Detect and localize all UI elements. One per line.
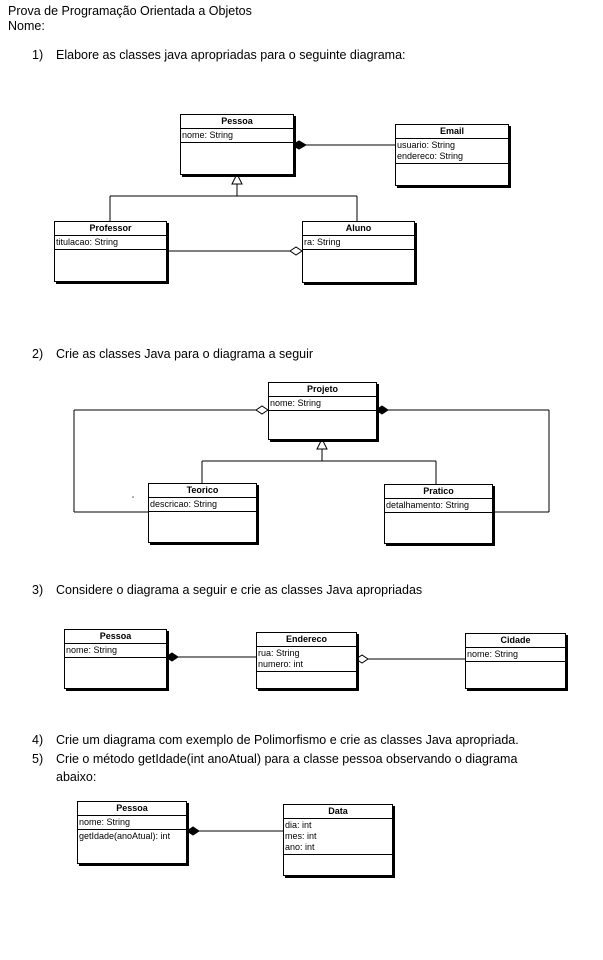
attribute: mes: int xyxy=(285,831,317,841)
class-attributes: nome: String xyxy=(78,816,186,830)
uml-class-pratico: Pratico detalhamento: String xyxy=(384,484,493,544)
class-name: Pessoa xyxy=(181,115,293,129)
composition-diamond-icon xyxy=(375,405,389,415)
class-attributes: descricao: String xyxy=(149,498,256,512)
class-attributes: nome: String xyxy=(181,129,293,143)
question-text: Elabore as classes java apropriadas para… xyxy=(56,48,406,62)
aggregation-diamond-icon xyxy=(255,405,269,415)
attribute: descricao: String xyxy=(150,499,218,509)
question-number: 2) xyxy=(32,347,44,361)
attribute: nome: String xyxy=(270,398,322,408)
class-name: Teorico xyxy=(149,484,256,498)
class-name: Endereco xyxy=(257,633,356,647)
class-name: Email xyxy=(396,125,508,139)
question-text: Considere o diagrama a seguir e crie as … xyxy=(56,583,423,597)
inheritance-triangle-icon xyxy=(231,172,243,185)
question-text: Crie o método getIdade(int anoAtual) par… xyxy=(56,752,518,784)
question-text: Crie as classes Java para o diagrama a s… xyxy=(56,347,314,361)
class-attributes: usuario: String endereco: String xyxy=(396,139,508,164)
question-number: 5) xyxy=(32,752,44,766)
class-name: Pessoa xyxy=(78,802,186,816)
uml-class-pessoa: Pessoa nome: String xyxy=(64,629,167,689)
attribute: nome: String xyxy=(467,649,519,659)
attribute: rua: String xyxy=(258,648,300,658)
document-title: Prova de Programação Orientada a Objetos xyxy=(8,4,252,18)
class-name: Projeto xyxy=(269,383,376,397)
composition-diamond-icon xyxy=(186,826,200,836)
class-attributes: rua: String numero: int xyxy=(257,647,356,672)
class-attributes: nome: String xyxy=(466,648,565,662)
class-attributes: titulacao: String xyxy=(55,236,166,250)
uml-class-data: Data dia: int mes: int ano: int xyxy=(283,804,393,876)
attribute: nome: String xyxy=(182,130,234,140)
name-label: Nome: xyxy=(8,19,45,33)
attribute: titulacao: String xyxy=(56,237,119,247)
class-name: Professor xyxy=(55,222,166,236)
attribute: dia: int xyxy=(285,820,312,830)
composition-diamond-icon xyxy=(290,140,308,150)
question-number: 1) xyxy=(32,48,44,62)
attribute: usuario: String xyxy=(397,140,456,150)
composition-diamond-icon xyxy=(165,652,179,662)
inheritance-triangle-icon xyxy=(316,437,328,450)
question-text: Crie um diagrama com exemplo de Polimorf… xyxy=(56,733,519,747)
class-attributes: nome: String xyxy=(269,397,376,411)
attribute: endereco: String xyxy=(397,151,464,161)
class-methods: getIdade(anoAtual): int xyxy=(78,830,186,843)
uml-class-pessoa: Pessoa nome: String xyxy=(180,114,294,175)
uml-class-projeto: Projeto nome: String xyxy=(268,382,377,440)
uml-class-teorico: Teorico descricao: String xyxy=(148,483,257,543)
uml-class-professor: Professor titulacao: String xyxy=(54,221,167,282)
class-name: Pessoa xyxy=(65,630,166,644)
class-name: Aluno xyxy=(303,222,414,236)
aggregation-diamond-icon xyxy=(289,246,303,256)
question-number: 4) xyxy=(32,733,44,747)
class-name: Data xyxy=(284,805,392,819)
question-number: 3) xyxy=(32,583,44,597)
uml-class-endereco: Endereco rua: String numero: int xyxy=(256,632,357,689)
class-attributes: detalhamento: String xyxy=(385,499,492,513)
class-name: Pratico xyxy=(385,485,492,499)
attribute: nome: String xyxy=(66,645,118,655)
aggregation-diamond-icon xyxy=(355,654,369,664)
attribute: detalhamento: String xyxy=(386,500,470,510)
method: getIdade(anoAtual): int xyxy=(79,831,171,841)
attribute: ano: int xyxy=(285,842,315,852)
attribute: ra: String xyxy=(304,237,341,247)
uml-class-pessoa: Pessoa nome: String getIdade(anoAtual): … xyxy=(77,801,187,864)
class-attributes: ra: String xyxy=(303,236,414,250)
class-name: Cidade xyxy=(466,634,565,648)
class-attributes: dia: int mes: int ano: int xyxy=(284,819,392,855)
uml-class-email: Email usuario: String endereco: String xyxy=(395,124,509,186)
attribute: numero: int xyxy=(258,659,304,669)
uml-class-aluno: Aluno ra: String xyxy=(302,221,415,283)
uml-class-cidade: Cidade nome: String xyxy=(465,633,566,689)
class-attributes: nome: String xyxy=(65,644,166,658)
attribute: nome: String xyxy=(79,817,131,827)
